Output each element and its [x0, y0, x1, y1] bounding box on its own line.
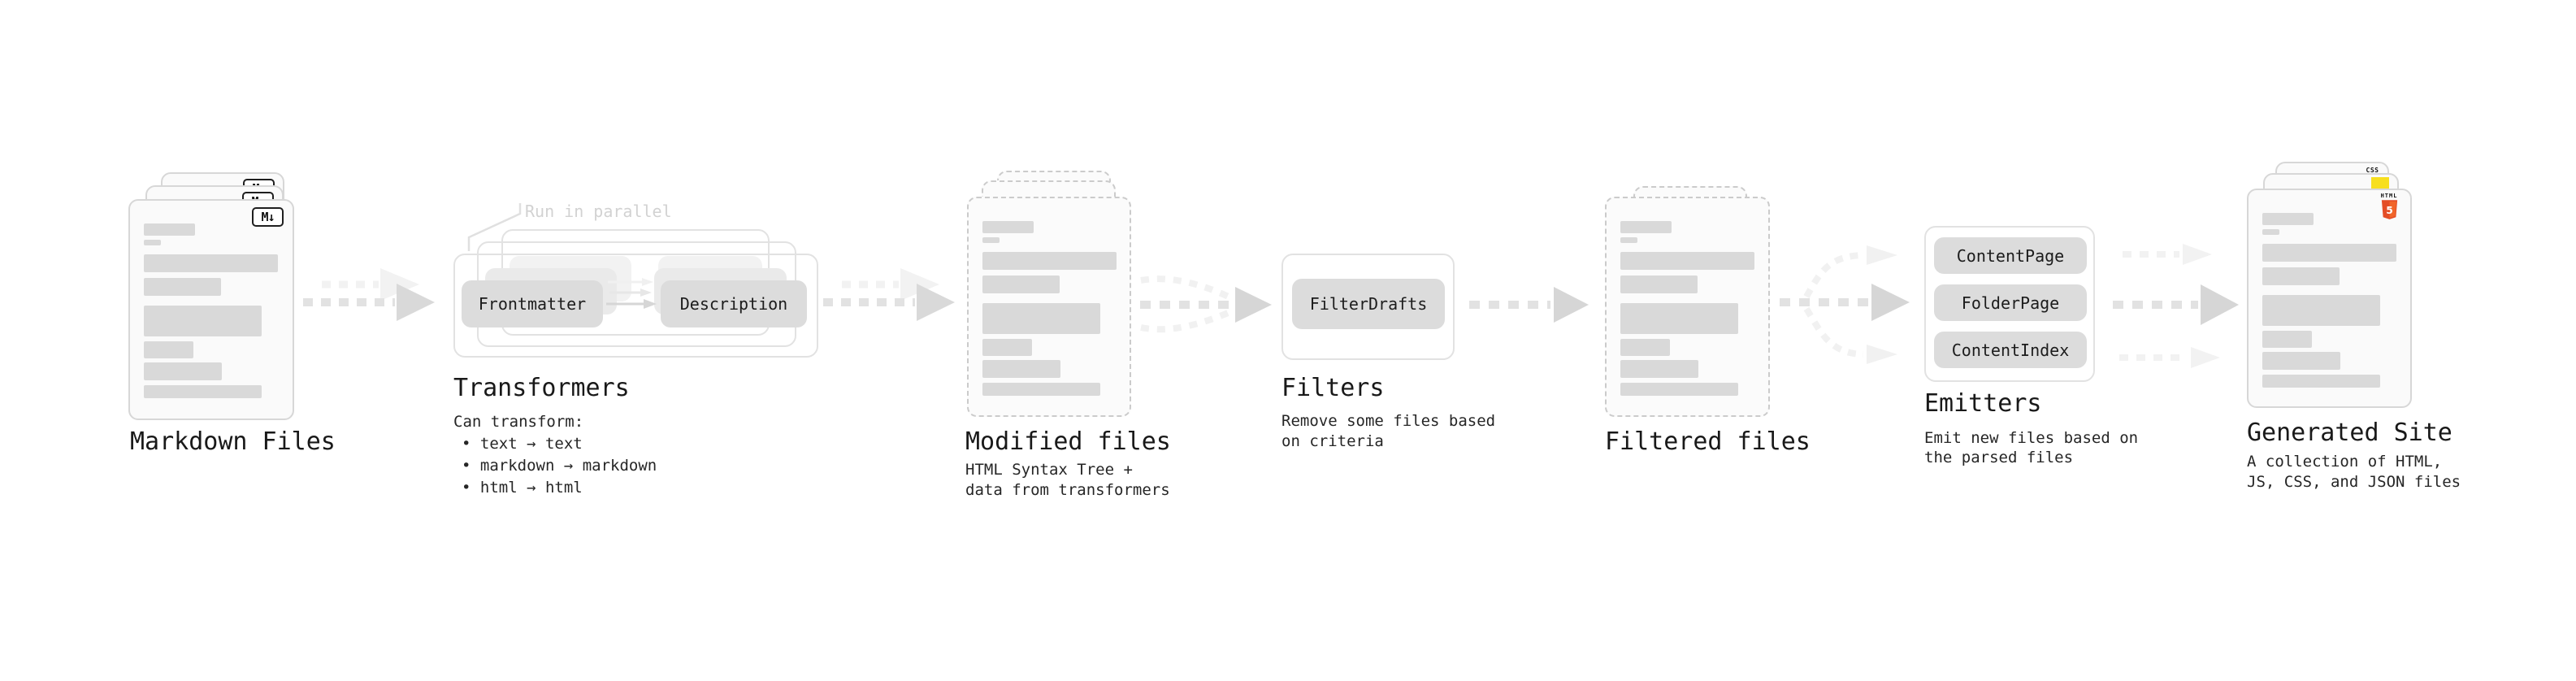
arrow-emitters-to-generated [2113, 244, 2239, 368]
doc-line-bar [1620, 237, 1637, 243]
filters-label: Filters [1281, 374, 1385, 402]
doc-line-bar [982, 339, 1032, 356]
document: M↓ [128, 199, 294, 420]
doc-line-bar [2262, 229, 2279, 235]
description-line: HTML Syntax Tree + [965, 461, 1133, 479]
arrow-filters-to-filtered [1469, 287, 1589, 323]
transformers-label: Transformers [453, 374, 630, 402]
doc-line-bar [982, 303, 1100, 334]
description-pill: Description [661, 280, 807, 327]
css-icon-text: CSS [2366, 167, 2379, 174]
modified-files-description: HTML Syntax Tree + data from transformer… [965, 460, 1170, 501]
description-line: • html → html [462, 479, 583, 497]
doc-line-bar [144, 254, 278, 272]
description-line: Remove some files based [1281, 412, 1496, 430]
doc-line-bar [2262, 213, 2314, 225]
parallel-mini-arrows [606, 278, 657, 309]
arrow-filtered-to-emitters [1780, 245, 1910, 364]
html5-number: 5 [2386, 205, 2393, 216]
doc-line-bar [144, 306, 262, 336]
document: HTML 5 [2247, 189, 2412, 408]
arrow-modified-to-filters [1140, 275, 1272, 333]
document-content [1607, 198, 1768, 415]
doc-line-bar [144, 278, 221, 296]
markdown-icon: M↓ [252, 207, 284, 227]
doc-line-bar [144, 341, 193, 358]
contentpage-pill: ContentPage [1934, 237, 2087, 274]
generated-site-description: A collection of HTML, JS, CSS, and JSON … [2247, 452, 2461, 492]
doc-line-bar [982, 252, 1117, 270]
doc-line-bar [2262, 267, 2340, 285]
doc-line-bar [982, 360, 1060, 378]
description-line: JS, CSS, and JSON files [2247, 473, 2461, 491]
document-content [969, 198, 1130, 415]
frontmatter-pill: Frontmatter [462, 280, 603, 327]
document-content [130, 201, 293, 419]
contentindex-pill: ContentIndex [1934, 332, 2087, 368]
description-line: Can transform: [453, 413, 584, 431]
doc-line-bar [2262, 295, 2380, 326]
doc-line-bar [1620, 383, 1738, 396]
document [1605, 197, 1770, 417]
doc-line-bar [1620, 303, 1738, 334]
run-in-parallel-callout: Run in parallel [525, 202, 672, 221]
doc-line-bar [1620, 275, 1698, 293]
doc-line-bar [1620, 339, 1670, 356]
callout-leader-line [467, 203, 522, 251]
emitters-box [1924, 226, 2095, 382]
document [967, 197, 1131, 417]
doc-line-bar [144, 240, 161, 245]
arrow-transformers-to-modified [823, 268, 955, 321]
description-line: Emit new files based on [1924, 429, 2139, 447]
filtered-files-label: Filtered files [1605, 427, 1811, 456]
generated-site-label: Generated Site [2247, 419, 2452, 447]
doc-line-bar [982, 275, 1060, 293]
doc-line-bar [1620, 221, 1672, 233]
document-content [2249, 190, 2410, 406]
html5-icon-text: HTML [2380, 193, 2398, 199]
emitters-description: Emit new files based on the parsed files [1924, 428, 2138, 467]
filterdrafts-pill: FilterDrafts [1292, 279, 1445, 329]
doc-line-bar [144, 385, 262, 398]
html5-shield: 5 [2381, 200, 2397, 219]
doc-line-bar [2262, 331, 2312, 348]
description-line: data from transformers [965, 481, 1170, 499]
arrow-markdown-to-transformers [303, 268, 435, 321]
doc-line-bar [1620, 252, 1754, 270]
doc-line-bar [2262, 244, 2396, 262]
doc-line-bar [982, 383, 1100, 396]
folderpage-pill: FolderPage [1934, 284, 2087, 321]
doc-line-bar [982, 221, 1034, 233]
modified-files-label: Modified files [965, 427, 1171, 456]
description-line: A collection of HTML, [2247, 453, 2443, 471]
transformer-layer-front [453, 254, 818, 358]
description-line: • text → text [462, 435, 583, 453]
javascript-icon [2371, 177, 2389, 189]
doc-line-bar [144, 223, 195, 236]
markdown-files-label: Markdown Files [130, 427, 336, 456]
html5-icon: HTML 5 [2379, 193, 2399, 223]
description-line: • markdown → markdown [462, 457, 657, 475]
doc-line-bar [1620, 360, 1698, 378]
transformers-description: Can transform: • text → text • markdown … [453, 411, 657, 499]
emitters-label: Emitters [1924, 389, 2042, 418]
filters-description: Remove some files based on criteria [1281, 411, 1495, 452]
description-line: the parsed files [1924, 449, 2074, 466]
description-line: on criteria [1281, 432, 1384, 450]
doc-line-bar [982, 237, 1000, 243]
filters-box [1281, 254, 1455, 360]
doc-line-bar [2262, 352, 2340, 370]
doc-line-bar [144, 362, 222, 380]
doc-line-bar [2262, 375, 2380, 388]
